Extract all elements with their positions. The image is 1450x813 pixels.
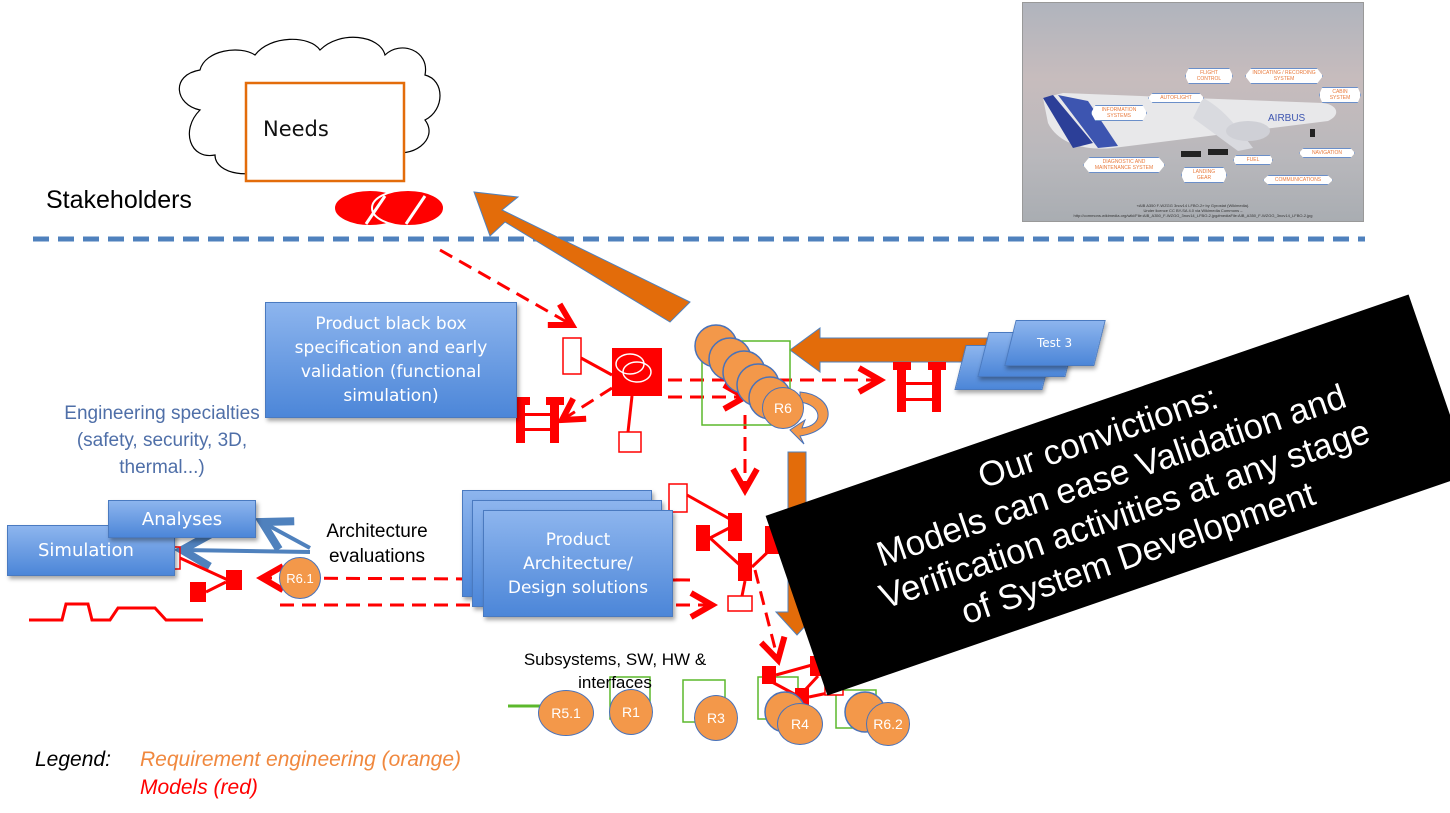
test-bench-icon-right	[893, 362, 946, 412]
requirement-frame	[701, 340, 791, 426]
photo-tag: DIAGNOSTIC AND MAINTENANCE SYSTEM	[1083, 157, 1165, 173]
requirement-r6-2[interactable]: R6.2	[866, 702, 910, 746]
black-box-spec-box[interactable]: Product black box specification and earl…	[265, 302, 517, 418]
requirement-r1[interactable]: R1	[609, 689, 653, 735]
stakeholders-label: Stakeholders	[46, 186, 192, 214]
iteration-arrow	[789, 391, 829, 445]
validation-arrow	[473, 191, 691, 323]
requirement-r5-1[interactable]: R5.1	[538, 690, 594, 736]
arch-to-subsystem-arrow	[753, 569, 778, 660]
photo-tag: INDICATING / RECORDING SYSTEM	[1245, 68, 1323, 84]
requirement-r4[interactable]: R4	[777, 703, 823, 745]
needs-box	[244, 81, 406, 183]
photo-tag: LANDING GEAR	[1181, 167, 1227, 183]
photo-tag: COMMUNICATIONS	[1263, 175, 1333, 185]
engineering-specialties-label: Engineering specialties (safety, securit…	[64, 403, 260, 478]
architecture-model	[668, 483, 779, 612]
legend-item-models: Models (red)	[140, 776, 258, 799]
test-label: Test 3	[1037, 336, 1073, 350]
requirement-r3[interactable]: R3	[694, 695, 738, 741]
stakeholder-icon	[333, 189, 445, 227]
architecture-evaluations-label: Architecture evaluations	[326, 521, 428, 567]
legend-title: Legend:	[35, 748, 111, 771]
aircraft-icon: AIRBUS	[1043, 93, 1337, 157]
eval-to-analyses-arrow	[262, 522, 311, 548]
test-card[interactable]: Test 3	[1004, 320, 1106, 366]
analyses-label: Analyses	[141, 508, 223, 530]
spec-model	[562, 337, 662, 453]
legend-item-requirement: Requirement engineering (orange)	[140, 748, 462, 771]
svg-text:AIRBUS: AIRBUS	[1268, 113, 1306, 124]
photo-tag: NAVIGATION	[1299, 148, 1355, 158]
photo-tag: CABIN SYSTEM	[1319, 87, 1361, 103]
photo-tag: AUTOFLIGHT	[1148, 93, 1204, 103]
architecture-label: Product Architecture/ Design solutions	[507, 529, 649, 598]
needs-label: Needs	[263, 117, 329, 141]
signal-waveform	[29, 602, 203, 622]
simulation-model	[29, 546, 242, 622]
analyses-box[interactable]: Analyses	[108, 500, 256, 538]
architecture-box[interactable]: Product Architecture/ Design solutions	[483, 510, 673, 617]
aircraft-photo: AIRBUS FLIGHT CONTROL INDICATING / RECOR…	[1022, 2, 1364, 222]
black-box-spec-label: Product black box specification and earl…	[294, 314, 488, 406]
photo-tag: INFORMATION SYSTEMS	[1091, 105, 1147, 121]
photo-credit: «AIB A350 F-WZGG 3nov14 LFBO-2» by Gyros…	[1073, 203, 1313, 218]
simulation-label: Simulation	[38, 540, 134, 561]
photo-tag: FUEL	[1233, 155, 1273, 165]
requirement-r6-1[interactable]: R6.1	[279, 557, 321, 599]
requirement-r6[interactable]: R6	[762, 387, 804, 429]
eval-to-simulation-arrow	[182, 550, 311, 552]
needs-to-spec-arrow	[439, 248, 572, 325]
photo-tag: FLIGHT CONTROL	[1185, 68, 1233, 84]
model-to-tests-arrow	[562, 386, 613, 420]
subsystems-label: Subsystems, SW, HW & interfaces	[523, 650, 707, 692]
test-bench-icon-left	[512, 397, 564, 443]
